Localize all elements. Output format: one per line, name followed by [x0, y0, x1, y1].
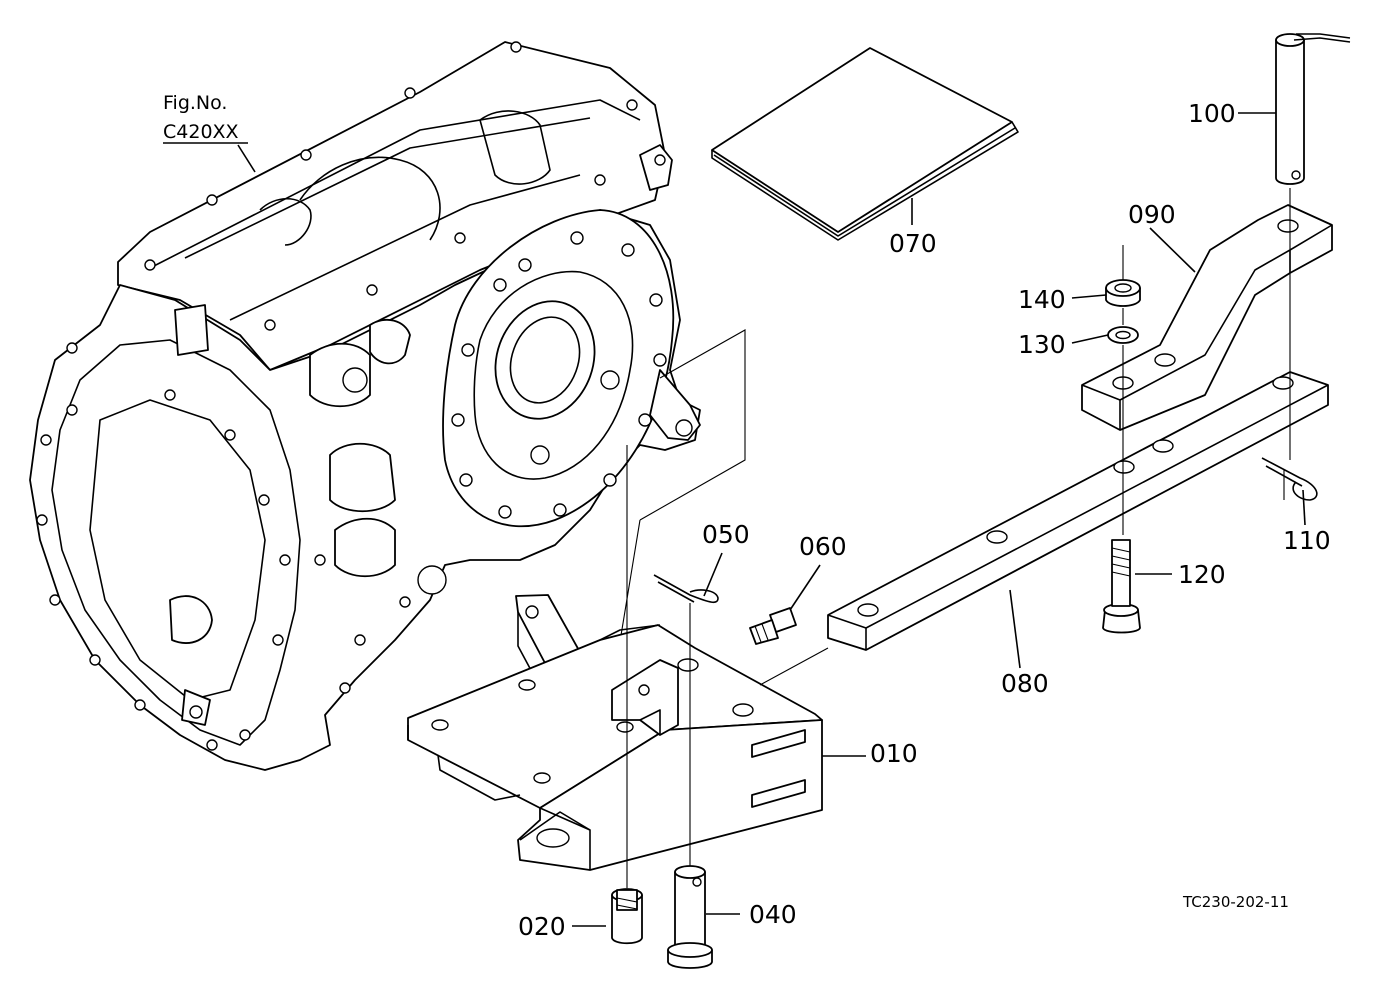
- part-label-050[interactable]: 050: [702, 520, 750, 549]
- part-label-010[interactable]: 010: [870, 739, 918, 768]
- part-label-130[interactable]: 130: [1018, 330, 1066, 359]
- part-060-drawing: [749, 607, 797, 645]
- part-110-drawing: [1261, 457, 1318, 501]
- part-130-drawing: [1107, 326, 1139, 344]
- part-label-060[interactable]: 060: [799, 532, 847, 561]
- part-020-drawing: [611, 888, 643, 945]
- leader-lines: [163, 112, 1306, 927]
- part-label-140[interactable]: 140: [1018, 285, 1066, 314]
- part-100-drawing: [1275, 33, 1351, 185]
- part-070-drawing: [711, 47, 1019, 241]
- part-label-040[interactable]: 040: [749, 900, 797, 929]
- part-label-080[interactable]: 080: [1001, 669, 1049, 698]
- part-090-drawing: [1081, 204, 1333, 431]
- part-number-labels: 010 020 040 050 060 070 080 090 100 110 …: [518, 99, 1331, 941]
- part-140-drawing: [1105, 279, 1141, 307]
- figure-reference: Fig.No. C420XX: [163, 92, 239, 143]
- part-120-drawing: [1102, 539, 1141, 634]
- alignment-lines: [626, 188, 1291, 888]
- transmission-case-drawing: [29, 41, 701, 771]
- part-label-120[interactable]: 120: [1178, 560, 1226, 589]
- fig-no-value[interactable]: C420XX: [163, 121, 239, 143]
- part-label-090[interactable]: 090: [1128, 200, 1176, 229]
- fig-no-label: Fig.No.: [163, 92, 227, 114]
- part-010-drawing: [407, 594, 823, 871]
- part-label-020[interactable]: 020: [518, 912, 566, 941]
- part-label-100[interactable]: 100: [1188, 99, 1236, 128]
- part-label-070[interactable]: 070: [889, 229, 937, 258]
- part-040-drawing: [667, 865, 713, 969]
- part-080-drawing: [827, 371, 1329, 651]
- part-label-110[interactable]: 110: [1283, 526, 1331, 555]
- part-050-drawing: [653, 574, 719, 604]
- drawing-code: TC230-202-11: [1182, 893, 1289, 911]
